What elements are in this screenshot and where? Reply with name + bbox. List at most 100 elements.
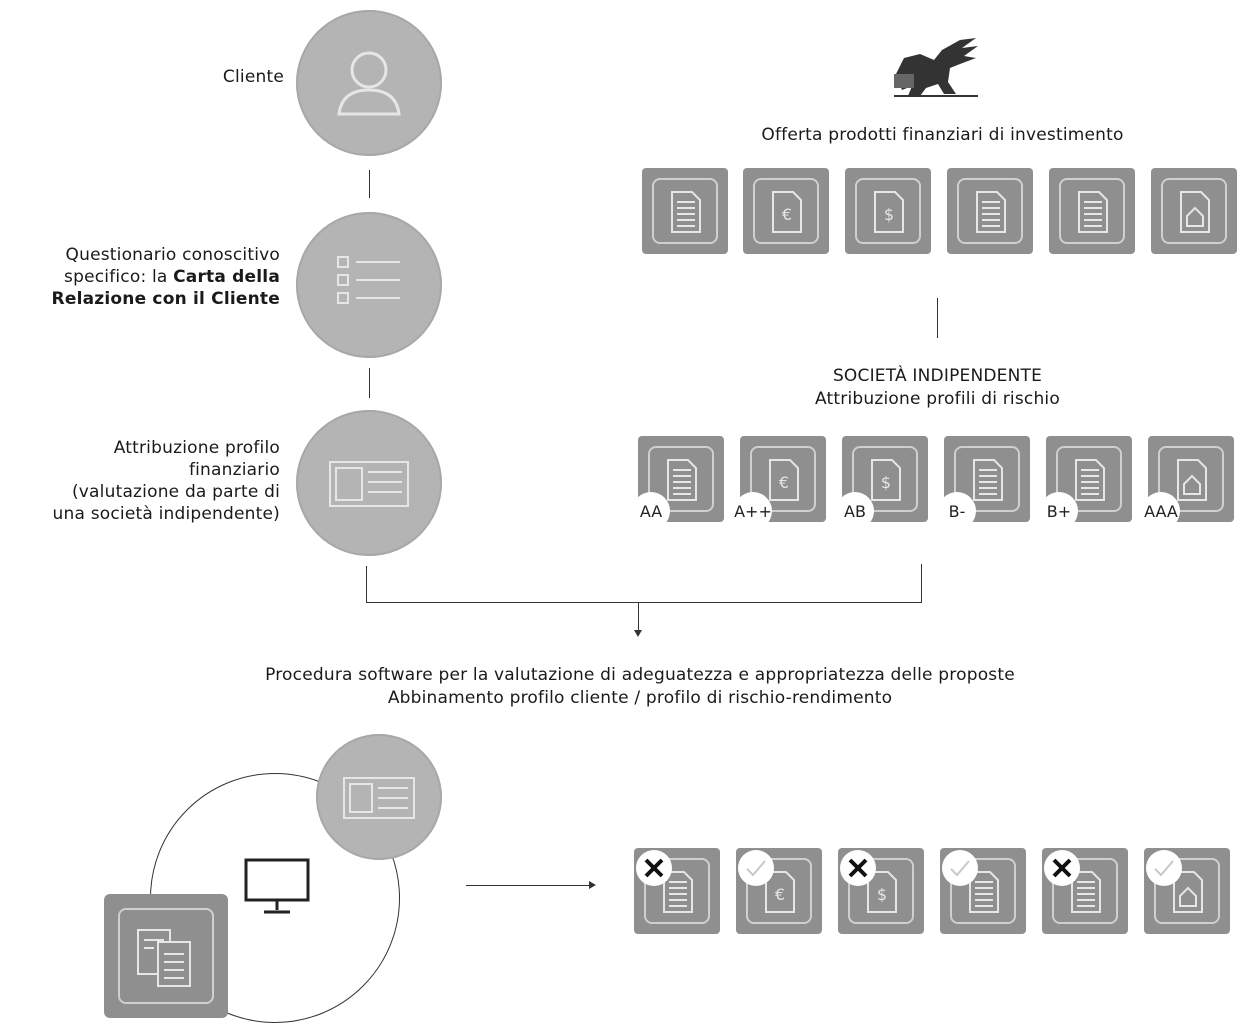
independent-title: SOCIETÀ INDIPENDENTE [832, 366, 1043, 386]
product-tile: AAA [1142, 436, 1234, 530]
tile-frame [1059, 178, 1125, 244]
tile-frame [1158, 446, 1224, 512]
profile-circle [296, 410, 442, 556]
connector-questionnaire-profile [369, 368, 370, 398]
questionnaire-line2: specifico: la Carta della [64, 267, 280, 287]
dollar-document-icon: $ [874, 191, 904, 233]
result-arrow-head-icon [589, 881, 596, 889]
merge-arrow-stem [638, 602, 639, 634]
tile-frame [652, 178, 718, 244]
profile-line1: Attribuzione profilo [113, 438, 280, 458]
questionnaire-circle [296, 212, 442, 358]
risk-rating-badge: B+ [1040, 492, 1078, 530]
person-icon [337, 51, 401, 116]
tile-frame [957, 178, 1023, 244]
profile-line2: finanziario [188, 460, 280, 480]
connector-offer-independent [937, 298, 938, 338]
cross-icon [1044, 850, 1080, 886]
tile-frame [1161, 178, 1227, 244]
merge-arrow-head-icon [634, 630, 642, 637]
product-tile: € A++ [734, 436, 826, 530]
house-document-icon [1180, 191, 1210, 233]
svg-text:$: $ [877, 885, 887, 904]
tile-frame [1056, 446, 1122, 512]
questionnaire-line1: Questionario conoscitivo [65, 245, 280, 265]
product-tile: AA [632, 436, 724, 530]
product-tile: $ [845, 168, 931, 254]
matching-profile-circle [316, 734, 442, 860]
document-icon [667, 459, 697, 501]
tile-frame [746, 858, 812, 924]
product-tile [1151, 168, 1237, 254]
id-card-icon [343, 777, 415, 819]
svg-text:€: € [775, 885, 785, 904]
tile-frame [753, 178, 819, 244]
product-tile: B+ [1040, 436, 1132, 530]
house-document-icon [1173, 871, 1203, 913]
merge-line [366, 602, 922, 603]
svg-text:€: € [779, 473, 789, 492]
lion-logo-icon [894, 38, 978, 97]
euro-document-icon: € [765, 871, 795, 913]
tile-frame [1052, 858, 1118, 924]
product-tile: € [743, 168, 829, 254]
tile-frame [848, 858, 914, 924]
document-icon [1075, 459, 1105, 501]
svg-text:€: € [782, 205, 792, 224]
documents-icon [137, 929, 191, 987]
product-tile [1049, 168, 1135, 254]
tile-frame [750, 446, 816, 512]
risk-rating-badge: B- [938, 492, 976, 530]
document-icon [1078, 191, 1108, 233]
connector-rated-down [921, 564, 922, 602]
risk-rating-badge: AA [632, 492, 670, 530]
questionnaire-line3: Relazione con il Cliente [51, 289, 280, 309]
svg-text:$: $ [884, 205, 894, 224]
result-arrow-stem [466, 885, 590, 886]
product-tile [940, 848, 1026, 934]
document-icon [1071, 871, 1101, 913]
connector-profile-down [366, 566, 367, 602]
connector-client-questionnaire [369, 170, 370, 198]
check-icon [738, 850, 774, 886]
euro-document-icon: € [772, 191, 802, 233]
tile-frame [855, 178, 921, 244]
check-icon [942, 850, 978, 886]
risk-rating-badge: AB [836, 492, 874, 530]
profile-line4: una società indipendente) [52, 504, 280, 524]
product-tile [634, 848, 720, 934]
product-tile [642, 168, 728, 254]
svg-text:$: $ [881, 473, 891, 492]
id-card-icon [329, 461, 409, 507]
risk-rating-badge: AAA [1142, 492, 1180, 530]
offer-title: Offerta prodotti finanziari di investime… [761, 125, 1124, 145]
dollar-document-icon: $ [867, 871, 897, 913]
step-profile-label: Attribuzione profilo finanziario (valuta… [0, 437, 280, 525]
dollar-document-icon: $ [871, 459, 901, 501]
matching-documents-tile [104, 894, 228, 1018]
client-circle [296, 10, 442, 156]
product-tile: $ AB [836, 436, 928, 530]
cross-icon [636, 850, 672, 886]
profile-line3: (valutazione da parte di [71, 482, 280, 502]
cross-icon [840, 850, 876, 886]
document-icon [969, 871, 999, 913]
procedure-line2: Abbinamento profilo cliente / profilo di… [387, 688, 893, 708]
product-tile: € [736, 848, 822, 934]
document-icon [663, 871, 693, 913]
product-tile [947, 168, 1033, 254]
product-tile: $ [838, 848, 924, 934]
computer-monitor-icon [244, 858, 310, 914]
tile-frame [1154, 858, 1220, 924]
document-icon [976, 191, 1006, 233]
procedure-line1: Procedura software per la valutazione di… [265, 665, 1015, 685]
tile-frame [950, 858, 1016, 924]
step-questionnaire-label: Questionario conoscitivo specifico: la C… [8, 244, 280, 310]
risk-rating-badge: A++ [734, 492, 772, 530]
step-client-label: Cliente [222, 67, 284, 87]
document-icon [671, 191, 701, 233]
tile-frame [648, 446, 714, 512]
product-tile [1144, 848, 1230, 934]
tile-frame [644, 858, 710, 924]
product-tile [1042, 848, 1128, 934]
